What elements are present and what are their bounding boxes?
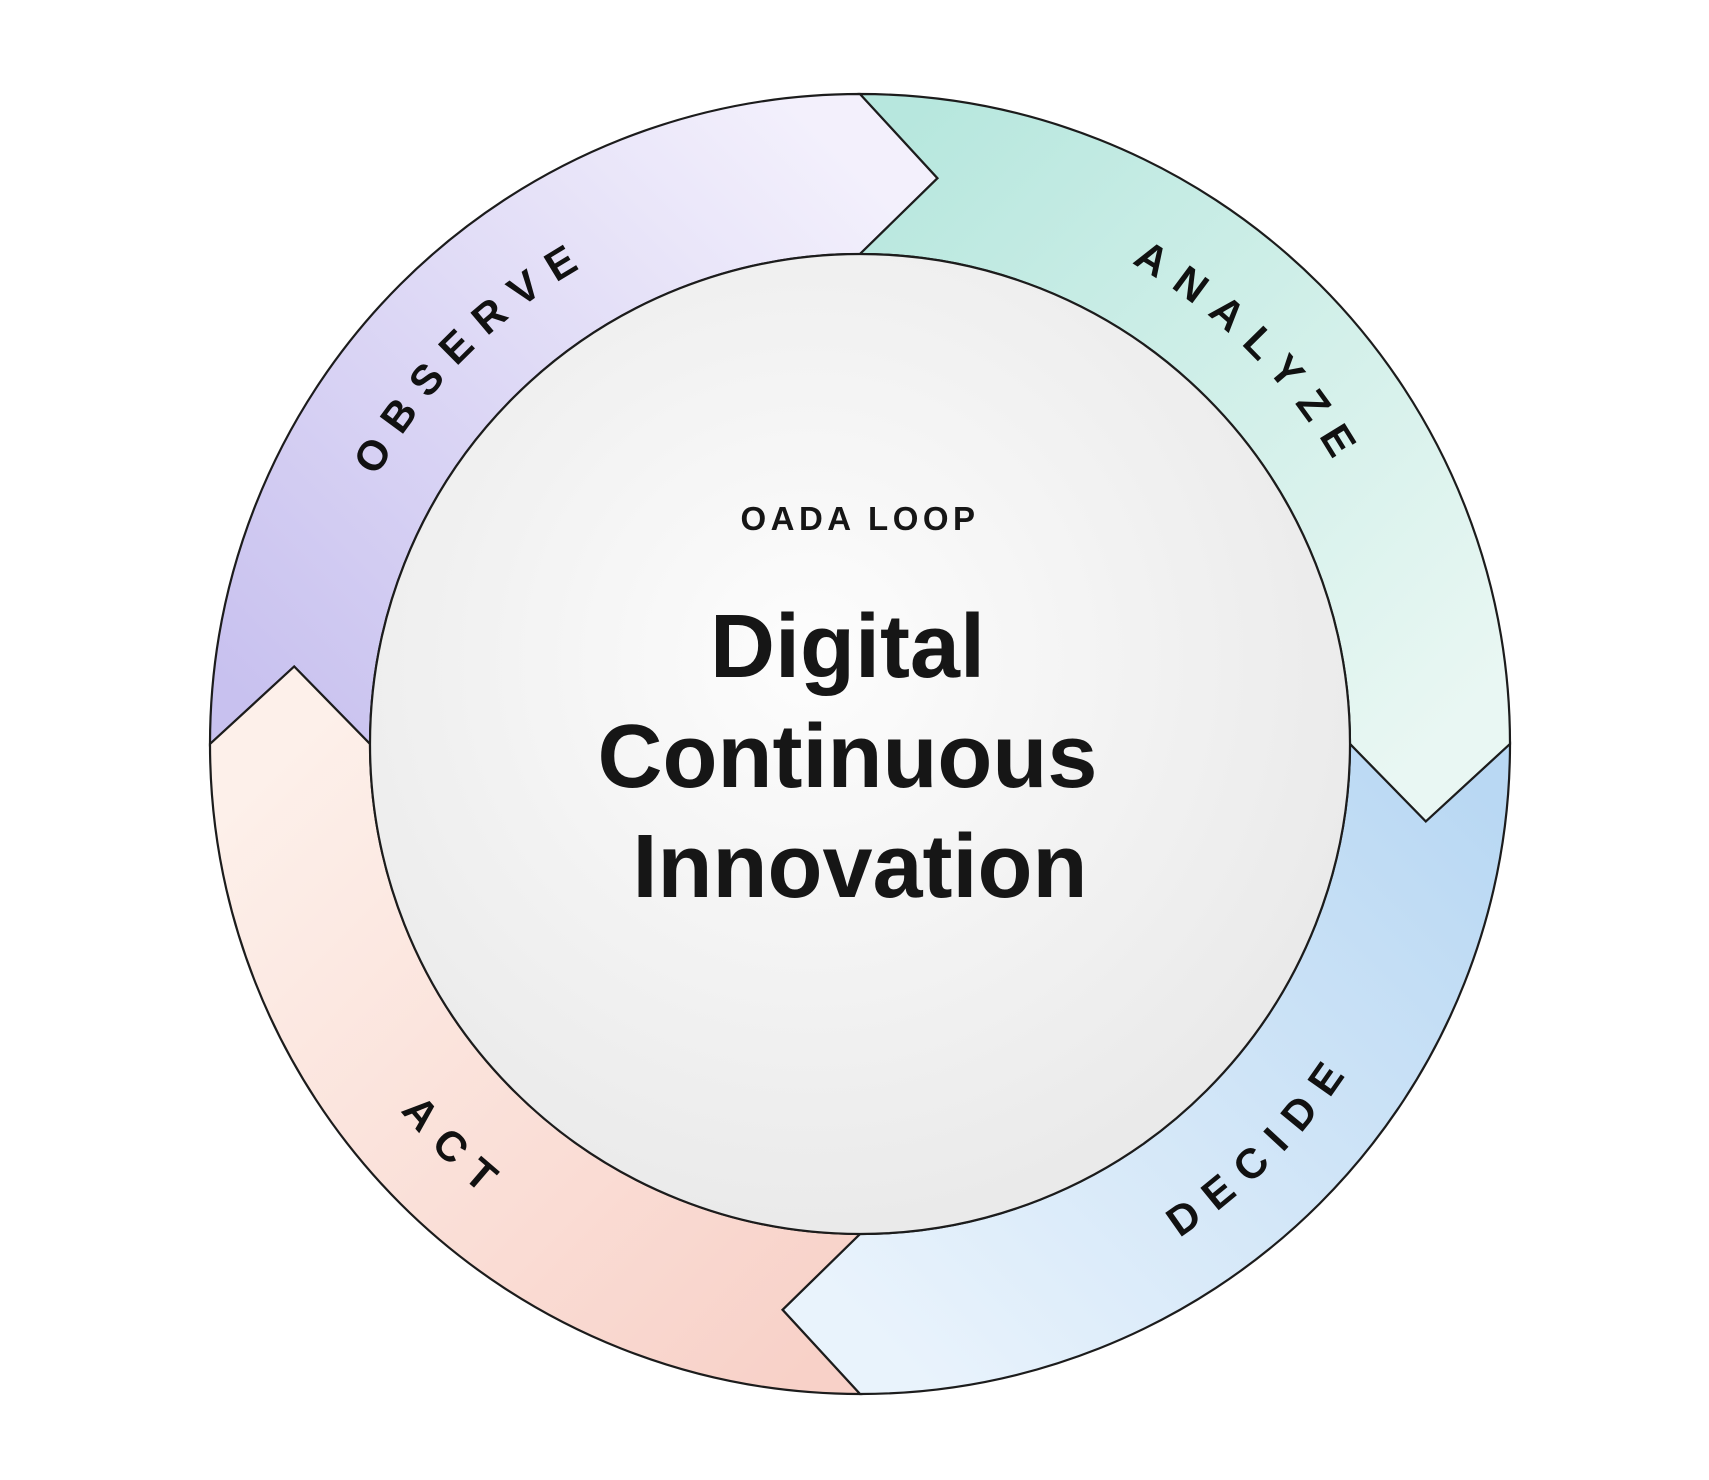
center-text: OADA LOOP Digital Continuous Innovation bbox=[598, 500, 1123, 917]
center-title-line-2: Continuous bbox=[598, 707, 1098, 807]
center-title-line-1: Digital bbox=[710, 597, 985, 697]
center-disc bbox=[368, 252, 1352, 1236]
eyebrow-label: OADA LOOP bbox=[740, 500, 979, 537]
center-title: Digital Continuous Innovation bbox=[598, 597, 1123, 917]
cycle-ring bbox=[208, 92, 1512, 1396]
center-title-line-3: Innovation bbox=[633, 817, 1088, 917]
